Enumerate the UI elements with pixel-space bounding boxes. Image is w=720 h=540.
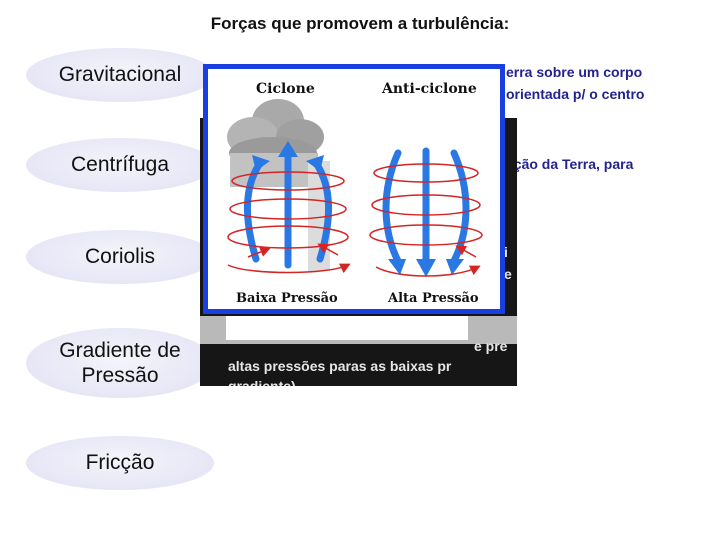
storm-cloud-icon [227, 99, 330, 271]
pressure-description-line2: altas pressões paras as baixas pr [228, 356, 517, 376]
coriolis-fragment-2: e [504, 264, 512, 284]
cyclone-label: Ciclone [256, 81, 315, 97]
anticyclone-label: Anti-ciclone [382, 81, 477, 97]
force-friction: Fricção [26, 436, 214, 490]
high-pressure-label: Alta Pressão [388, 291, 479, 306]
pressure-description-line1: e pre [474, 336, 507, 356]
force-centrifugal: Centrífuga [26, 138, 214, 192]
force-label: Fricção [86, 450, 155, 475]
force-label: Centrífuga [71, 152, 169, 177]
low-pressure-label: Baixa Pressão [236, 291, 338, 306]
gravitational-description-line1: erra sobre um corpo [506, 62, 642, 82]
slide-title: Forças que promovem a turbulência: [0, 14, 720, 34]
force-label: Gravitacional [59, 62, 182, 87]
force-label: Gradiente de Pressão [59, 338, 180, 388]
force-coriolis: Coriolis [26, 230, 214, 284]
force-pressure-gradient: Gradiente de Pressão [26, 328, 214, 398]
panel-inset [226, 316, 468, 340]
force-label: Coriolis [85, 244, 155, 269]
cyclone-diagram [208, 69, 500, 309]
force-gravitational: Gravitacional [26, 48, 214, 102]
gravitational-description-line2: orientada p/ o centro [506, 84, 644, 104]
cyclone-anticyclone-figure: Ciclone Anti-ciclone Baixa Pressão Alta … [203, 64, 505, 314]
centrifugal-description-line1: ação da Terra, para [506, 154, 633, 174]
pressure-description-line3: gradiente) [228, 376, 296, 386]
